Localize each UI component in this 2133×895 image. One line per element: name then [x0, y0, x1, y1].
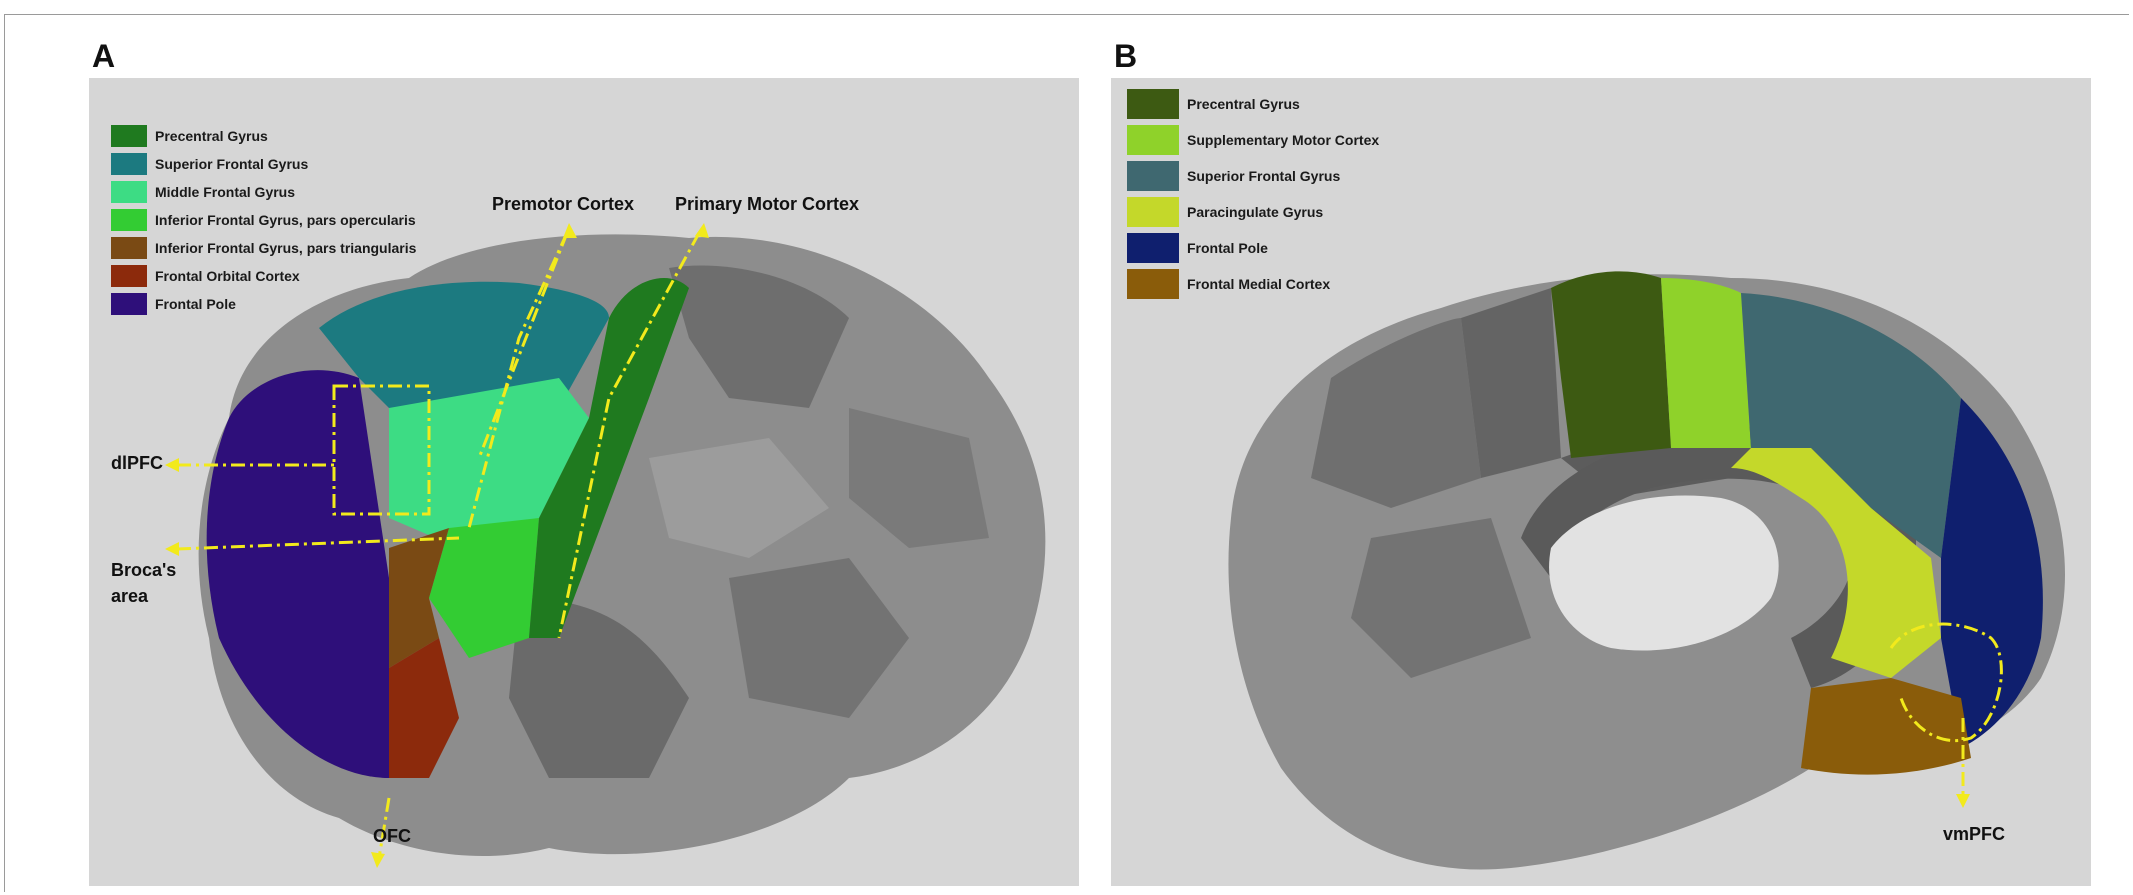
legend-item: Supplementary Motor Cortex	[1127, 122, 1379, 158]
legend-item: Frontal Orbital Cortex	[111, 262, 416, 290]
legend-label: Precentral Gyrus	[155, 128, 268, 144]
brain-light-patch	[649, 438, 829, 558]
legend-swatch	[1127, 89, 1179, 119]
panel-b-letter: B	[1114, 38, 1138, 74]
legend-swatch	[111, 153, 147, 175]
brain-dark-patch	[1351, 518, 1531, 678]
legend-label: Superior Frontal Gyrus	[1187, 168, 1341, 184]
region-frontal-pole	[206, 370, 389, 778]
panel-a-legend: Precentral Gyrus Superior Frontal Gyrus …	[111, 122, 416, 318]
brain-dark-patch	[509, 598, 689, 778]
region-supplementary-motor	[1661, 278, 1751, 448]
callout-premotor-cortex: Premotor Cortex	[492, 194, 635, 214]
legend-swatch	[111, 125, 147, 147]
legend-item: Frontal Pole	[1127, 230, 1379, 266]
legend-item: Precentral Gyrus	[1127, 86, 1379, 122]
region-precentral-medial	[1551, 271, 1671, 458]
legend-swatch	[1127, 269, 1179, 299]
legend-item: Precentral Gyrus	[111, 122, 416, 150]
legend-item: Frontal Pole	[111, 290, 416, 318]
panel-a-letter: A	[92, 38, 116, 74]
legend-swatch	[1127, 197, 1179, 227]
legend-label: Middle Frontal Gyrus	[155, 184, 296, 200]
legend-label: Paracingulate Gyrus	[1187, 204, 1324, 220]
legend-swatch	[111, 293, 147, 315]
callout-arrowheads	[165, 223, 709, 868]
callout-ofc: OFC	[373, 826, 411, 846]
callout-broca-line2: area	[111, 586, 149, 606]
legend-label: Precentral Gyrus	[1187, 96, 1300, 112]
callout-dlpfc: dlPFC	[111, 453, 163, 473]
region-frontal-pole-medial	[1941, 398, 2043, 748]
legend-swatch	[1127, 233, 1179, 263]
region-superior-frontal-medial	[1741, 293, 1961, 558]
legend-label: Superior Frontal Gyrus	[155, 156, 309, 172]
legend-item: Paracingulate Gyrus	[1127, 194, 1379, 230]
legend-swatch	[111, 181, 147, 203]
legend-swatch	[111, 209, 147, 231]
callout-broca-line1: Broca's	[111, 560, 177, 580]
legend-swatch	[111, 265, 147, 287]
dlpfc-box	[332, 384, 431, 516]
brain-dark-patch	[1461, 288, 1561, 478]
brain-dark-patch	[849, 408, 989, 548]
legend-label: Frontal Pole	[155, 296, 236, 312]
legend-label: Inferior Frontal Gyrus, pars triangulari…	[155, 240, 417, 256]
legend-label: Frontal Pole	[1187, 240, 1268, 256]
vmpfc-arrowhead	[1956, 794, 1970, 808]
legend-label: Frontal Orbital Cortex	[155, 268, 300, 284]
region-precentral	[529, 278, 689, 638]
callout-lines	[176, 232, 701, 859]
legend-item: Superior Frontal Gyrus	[1127, 158, 1379, 194]
panel-a-lateral-brain: Precentral Gyrus Superior Frontal Gyrus …	[89, 78, 1079, 886]
legend-swatch	[1127, 161, 1179, 191]
brain-dark-patch	[1311, 318, 1481, 508]
brain-dark-patch	[669, 265, 849, 408]
legend-swatch	[1127, 125, 1179, 155]
legend-swatch	[111, 237, 147, 259]
figure-frame	[4, 14, 2129, 892]
region-pars-opercularis	[429, 518, 539, 658]
brain-thalamus	[1549, 495, 1779, 651]
medial-brain-illustration	[1228, 271, 2065, 870]
region-paracingulate	[1731, 448, 1941, 678]
panel-b-medial-brain: Precentral Gyrus Supplementary Motor Cor…	[1111, 78, 2091, 886]
brain-dark-patch	[729, 558, 909, 718]
region-frontal-medial	[1801, 678, 1971, 775]
region-frontal-orbital	[389, 638, 459, 778]
legend-label: Supplementary Motor Cortex	[1187, 132, 1380, 148]
panel-b-legend: Precentral Gyrus Supplementary Motor Cor…	[1127, 86, 1379, 302]
region-pars-triangularis	[389, 528, 449, 668]
legend-item: Inferior Frontal Gyrus, pars opercularis	[111, 206, 416, 234]
legend-item: Inferior Frontal Gyrus, pars triangulari…	[111, 234, 416, 262]
callout-vmpfc: vmPFC	[1943, 824, 2006, 844]
legend-item: Frontal Medial Cortex	[1127, 266, 1379, 302]
lateral-brain-illustration	[165, 223, 1046, 868]
region-middle-frontal	[389, 378, 589, 548]
legend-label: Inferior Frontal Gyrus, pars opercularis	[155, 212, 416, 228]
legend-item: Middle Frontal Gyrus	[111, 178, 416, 206]
legend-item: Superior Frontal Gyrus	[111, 150, 416, 178]
legend-label: Frontal Medial Cortex	[1187, 276, 1331, 292]
callout-primary-motor-cortex: Primary Motor Cortex	[675, 194, 860, 214]
